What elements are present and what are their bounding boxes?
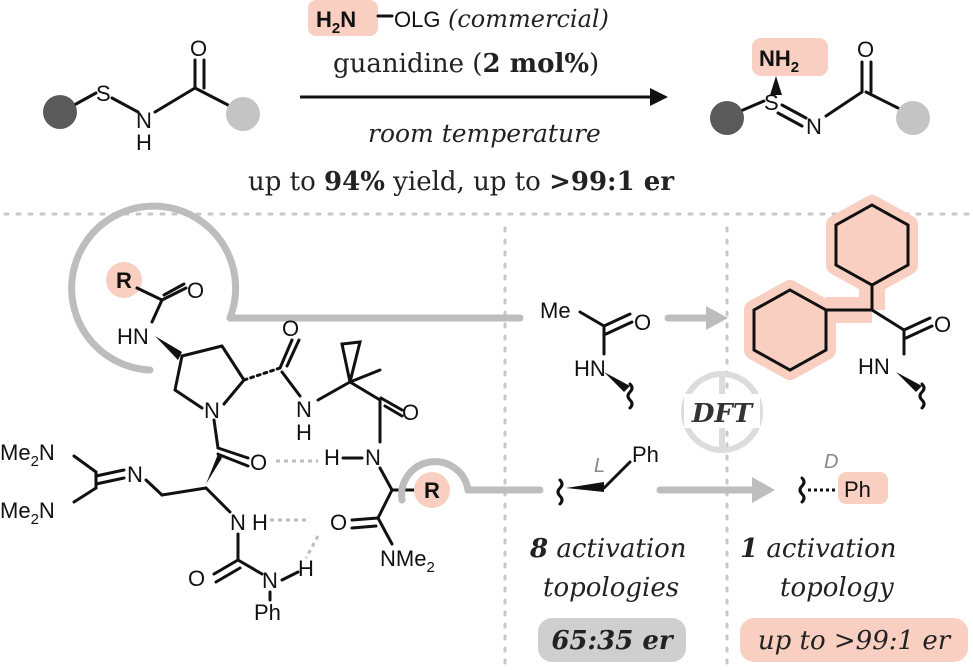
atom-nme2-sub: 2 — [426, 559, 434, 576]
svg-text:up to 94% yield, up to >99:1 e: up to 94% yield, up to >99:1 er — [248, 167, 674, 197]
reagent-olg: OLG — [394, 7, 440, 32]
product-structure: NH2 S N O — [710, 37, 930, 139]
atom-o-amide2: O — [330, 510, 347, 535]
condition-text: room temperature — [368, 119, 601, 148]
atom-me2n-bot: Me — [0, 498, 31, 523]
atom-h-low: H — [252, 510, 268, 535]
reagent-highlight — [308, 0, 378, 36]
hbond-3 — [304, 535, 320, 559]
product-o: O — [857, 37, 874, 62]
svg-text:Me2N: Me2N — [0, 498, 55, 528]
mid-badge-text: 65:35 er — [551, 626, 675, 656]
right-stereo-d: D — [824, 451, 838, 473]
mid-ph: Ph — [632, 442, 659, 467]
svg-text:NH2: NH2 — [759, 46, 799, 76]
atom-ph: Ph — [254, 600, 281, 625]
catalyst-structure: R O HN N O N H O N H — [0, 202, 544, 625]
reagent-h-sub: 2 — [332, 20, 340, 37]
substrate-structure: S N H O — [43, 36, 260, 155]
svg-text:NMe2: NMe2 — [380, 546, 435, 576]
atom-o-top: O — [187, 278, 204, 303]
mid-o: O — [634, 310, 651, 335]
atom-h-mid: H — [324, 445, 340, 470]
atom-n-low: N — [230, 510, 246, 535]
result-prefix: up to — [248, 167, 324, 197]
reagent-h: H — [316, 7, 332, 32]
atom-n-urea: N — [262, 568, 278, 593]
dft-label: DFT — [691, 399, 754, 429]
reagent-n: N — [340, 7, 356, 32]
r-right-loop — [398, 458, 472, 504]
product-n: N — [806, 114, 822, 139]
atom-nme2: NMe — [380, 546, 426, 571]
product-nh: NH — [759, 46, 791, 71]
atom-o-mid: O — [250, 450, 267, 475]
atom-n-guan: N — [127, 462, 143, 487]
product-nh2-highlight — [752, 38, 828, 76]
svg-text:8 activation: 8 activation — [529, 534, 687, 564]
svg-text:guanidine (2 mol%): guanidine (2 mol%) — [333, 49, 599, 79]
mid-me: Me — [540, 298, 571, 323]
catalyst-loading: 2 mol% — [482, 49, 589, 79]
atom-o-urea: O — [188, 566, 205, 591]
atom-n-ring: N — [204, 398, 220, 423]
product-dark-dot — [710, 101, 744, 135]
right-hn: HN — [858, 354, 890, 379]
arrow-bottom — [752, 477, 775, 503]
substrate-n: N — [136, 108, 152, 133]
right-panel: O HN D Ph 1 activation topology up to >9… — [740, 195, 968, 662]
mid-caption-line1: activation — [548, 534, 686, 564]
reaction-scheme: H2N OLG (commercial) guanidine (2 mol%) … — [43, 0, 930, 197]
right-caption-count: 1 — [740, 534, 758, 564]
atom-r-right: R — [424, 478, 440, 503]
catalyst-label: guanidine ( — [333, 49, 482, 79]
right-caption-line2: topology — [780, 573, 894, 603]
product-nh-sub: 2 — [791, 59, 799, 76]
right-badge-text: up to >99:1 er — [758, 626, 952, 656]
mid-stereo-l: L — [594, 455, 605, 477]
atom-r-top: R — [116, 268, 132, 293]
atom-h-cp: H — [296, 420, 312, 445]
right-caption-line1: activation — [758, 534, 896, 564]
right-badge — [740, 618, 968, 662]
product-light-dot — [896, 101, 930, 135]
substrate-h: H — [136, 130, 152, 155]
dicyclohexyl-highlight — [744, 195, 918, 380]
product-s: S — [764, 90, 779, 115]
result-er: >99:1 er — [549, 167, 674, 197]
catalyst-top-loop — [68, 202, 240, 374]
atom-o-cp: O — [402, 400, 419, 425]
right-ph-highlight — [838, 472, 888, 504]
atom-hn-top: HN — [117, 324, 149, 349]
mid-badge — [538, 618, 686, 662]
reagent-note: (commercial) — [448, 5, 609, 33]
arrow-top — [706, 306, 728, 330]
mid-caption-count: 8 — [529, 534, 548, 564]
substrate-s: S — [96, 81, 111, 106]
svg-text:1 activation: 1 activation — [740, 534, 897, 564]
substrate-dark-dot — [43, 95, 77, 129]
right-ph: Ph — [844, 477, 871, 502]
atom-me2n-top: Me — [0, 440, 31, 465]
r-top-highlight — [106, 262, 142, 298]
mid-hn: HN — [574, 356, 606, 381]
result-middle: yield, up to — [385, 167, 549, 197]
r-right-highlight — [414, 472, 450, 508]
atom-n-cp: N — [296, 397, 312, 422]
right-o: O — [934, 312, 951, 337]
middle-panel: Me O HN DFT L Ph 8 activation topologies… — [529, 298, 775, 662]
result-yield: 94% — [324, 167, 385, 197]
mid-caption-line2: topologies — [543, 573, 679, 603]
svg-text:Me2N: Me2N — [0, 440, 55, 470]
substrate-o: O — [190, 36, 207, 61]
atom-o-amide1: O — [282, 316, 299, 341]
reaction-arrowhead — [650, 88, 668, 106]
catalyst-close: ) — [589, 49, 599, 79]
atom-n-mid: N — [365, 445, 381, 470]
substrate-light-dot — [226, 97, 260, 131]
atom-h-urea: H — [298, 556, 314, 581]
svg-text:H2N: H2N — [316, 7, 356, 37]
